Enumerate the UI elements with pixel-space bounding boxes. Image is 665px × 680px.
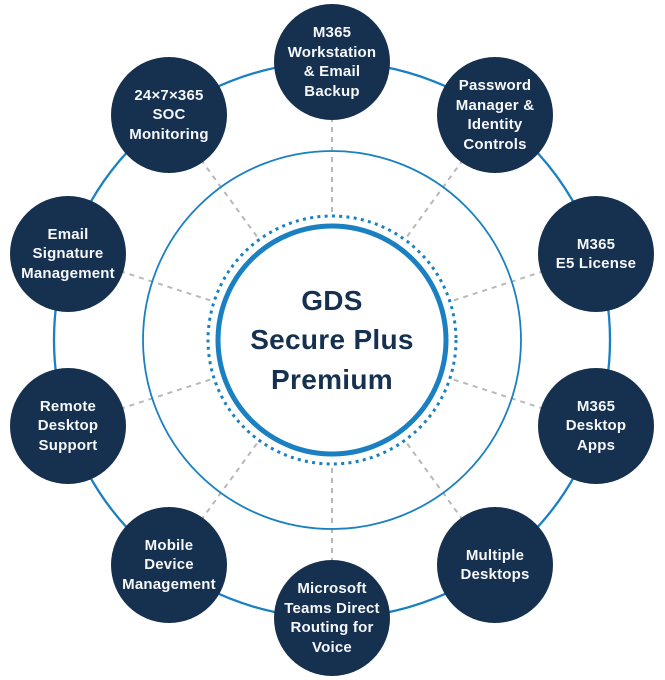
dotted-ring xyxy=(206,214,458,466)
node-m365-e5-license: M365 E5 License xyxy=(538,196,654,312)
node-soc-monitoring: 24×7×365 SOC Monitoring xyxy=(111,57,227,173)
node-email-signature-management: Email Signature Management xyxy=(10,196,126,312)
node-multiple-desktops: Multiple Desktops xyxy=(437,507,553,623)
node-microsoft-teams-direct-routing-for-voice: Microsoft Teams Direct Routing for Voice xyxy=(274,560,390,676)
node-m365-workstation-email-backup: M365 Workstation & Email Backup xyxy=(274,4,390,120)
center-title: GDS Secure Plus Premium xyxy=(250,285,414,395)
node-password-manager-identity-controls: Password Manager & Identity Controls xyxy=(437,57,553,173)
node-m365-desktop-apps: M365 Desktop Apps xyxy=(538,368,654,484)
node-remote-desktop-support: Remote Desktop Support xyxy=(10,368,126,484)
node-mobile-device-management: Mobile Device Management xyxy=(111,507,227,623)
mid-ring xyxy=(142,150,522,530)
center-ring xyxy=(215,223,449,457)
